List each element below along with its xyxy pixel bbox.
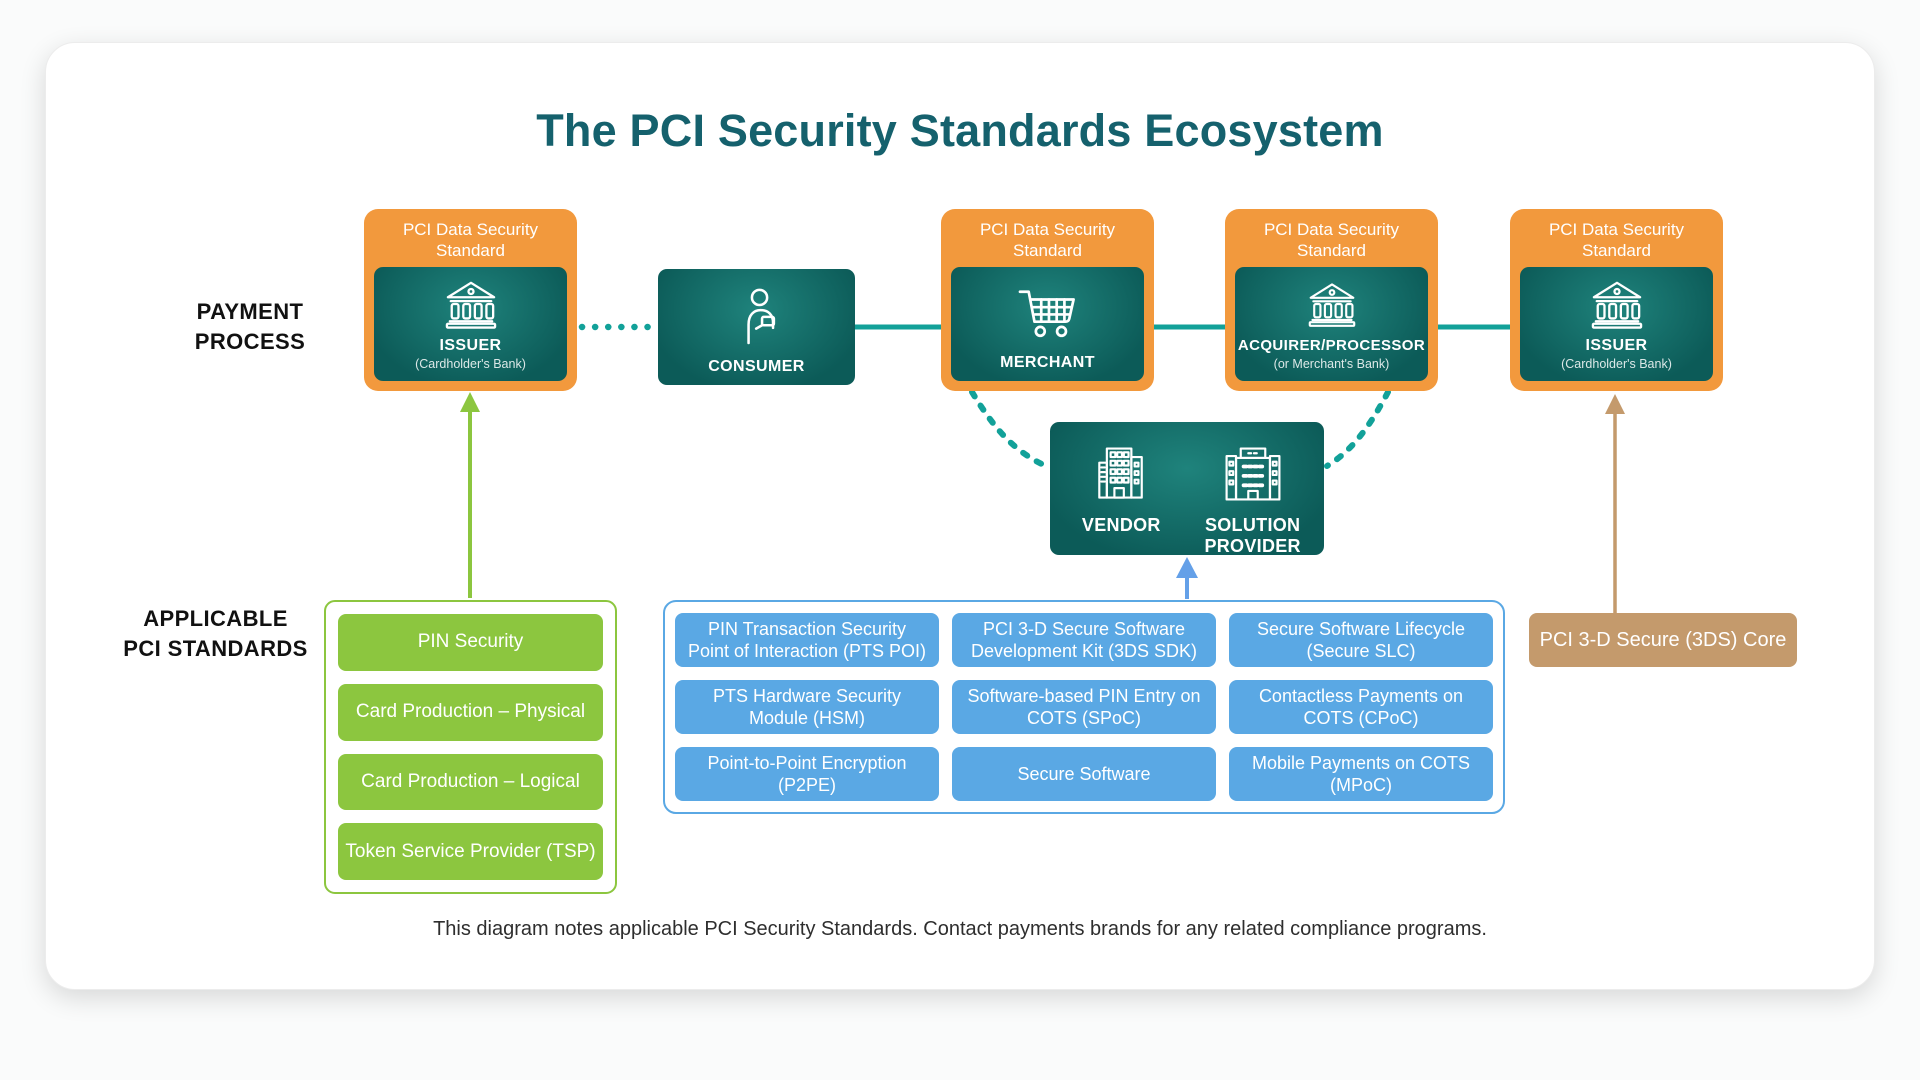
blue-standards-group: PIN Transaction Security Point of Intera… — [663, 600, 1505, 814]
vendor-building-icon — [1088, 437, 1154, 511]
pci-dss-header: PCI Data Security Standard — [979, 220, 1116, 260]
node-subname: (Cardholder's Bank) — [1561, 357, 1672, 371]
standard-secure-slc: Secure Software Lifecycle (Secure SLC) — [1229, 613, 1493, 667]
node-subname: (or Merchant's Bank) — [1273, 357, 1390, 371]
bank-icon — [442, 267, 500, 337]
standard-token-service-provider: Token Service Provider (TSP) — [338, 823, 603, 880]
node-name: ISSUER — [1585, 337, 1648, 354]
node-name: CONSUMER — [708, 358, 805, 375]
standard-secure-software: Secure Software — [952, 747, 1216, 801]
standard-card-production-physical: Card Production – Physical — [338, 683, 603, 741]
standard-spoc: Software-based PIN Entry on COTS (SPoC) — [952, 680, 1216, 734]
shopping-cart-icon — [1016, 267, 1080, 354]
applicable-pci-standards-label: APPLICABLE PCI STANDARDS — [123, 606, 308, 661]
page-title: The PCI Security Standards Ecosystem — [536, 105, 1384, 156]
node-issuer-right: PCI Data Security Standard ISSUER (Cardh… — [1510, 209, 1723, 391]
pci-dss-header: PCI Data Security Standard — [1548, 220, 1685, 260]
dashed-curve-acquirer-vendor — [1324, 389, 1391, 469]
standard-pts-hsm: PTS Hardware Security Module (HSM) — [675, 680, 939, 734]
issuer-right-box: ISSUER (Cardholder's Bank) — [1520, 267, 1713, 381]
solution-provider-building-icon — [1220, 437, 1286, 511]
node-name: ISSUER — [439, 337, 502, 354]
vendor-label: VENDOR — [1081, 515, 1161, 535]
bank-icon — [1588, 267, 1646, 337]
standard-card-production-logical: Card Production – Logical — [338, 753, 603, 811]
node-consumer: CONSUMER — [658, 269, 855, 385]
green-standards-group: PIN Security Card Production – Physical … — [324, 600, 617, 894]
payment-process-label: PAYMENT PROCESS — [194, 299, 306, 354]
node-merchant: PCI Data Security Standard MERCHANT — [941, 209, 1154, 391]
acquirer-box: ACQUIRER/PROCESSOR (or Merchant's Bank) — [1235, 267, 1428, 381]
node-name: MERCHANT — [1000, 354, 1095, 371]
bank-icon — [1305, 267, 1359, 337]
standard-pin-security: PIN Security — [338, 614, 603, 671]
vendor-column: VENDOR — [1061, 437, 1181, 536]
green-arrow-head — [460, 392, 480, 412]
standard-p2pe: Point-to-Point Encryption (P2PE) — [675, 747, 939, 801]
pci-dss-header: PCI Data Security Standard — [1263, 220, 1400, 260]
node-issuer-left: PCI Data Security Standard ISSUER (Cardh… — [364, 209, 577, 391]
consumer-icon — [730, 269, 784, 358]
standard-mpoc: Mobile Payments on COTS (MPoC) — [1229, 747, 1493, 801]
merchant-box: MERCHANT — [951, 267, 1144, 381]
issuer-left-box: ISSUER (Cardholder's Bank) — [374, 267, 567, 381]
blue-arrow-head — [1176, 557, 1198, 578]
dashed-curve-merchant-vendor — [969, 389, 1049, 469]
node-subname: (Cardholder's Bank) — [415, 357, 526, 371]
footnote: This diagram notes applicable PCI Securi… — [433, 918, 1487, 940]
standard-3ds-core: PCI 3-D Secure (3DS) Core — [1529, 613, 1797, 667]
solution-provider-label: SOLUTION PROVIDER — [1204, 515, 1301, 556]
standard-cpoc: Contactless Payments on COTS (CPoC) — [1229, 680, 1493, 734]
solution-provider-column: SOLUTION PROVIDER — [1193, 437, 1313, 557]
node-acquirer: PCI Data Security Standard ACQUIRER/PROC… — [1225, 209, 1438, 391]
pci-dss-header: PCI Data Security Standard — [402, 220, 539, 260]
tan-arrow-head — [1605, 394, 1625, 414]
standard-pts-poi: PIN Transaction Security Point of Intera… — [675, 613, 939, 667]
standard-3ds-sdk: PCI 3-D Secure Software Development Kit … — [952, 613, 1216, 667]
node-name: ACQUIRER/PROCESSOR — [1237, 337, 1426, 354]
node-vendor-solution-provider: VENDOR SOLUTION PROVIDER — [1050, 422, 1324, 557]
